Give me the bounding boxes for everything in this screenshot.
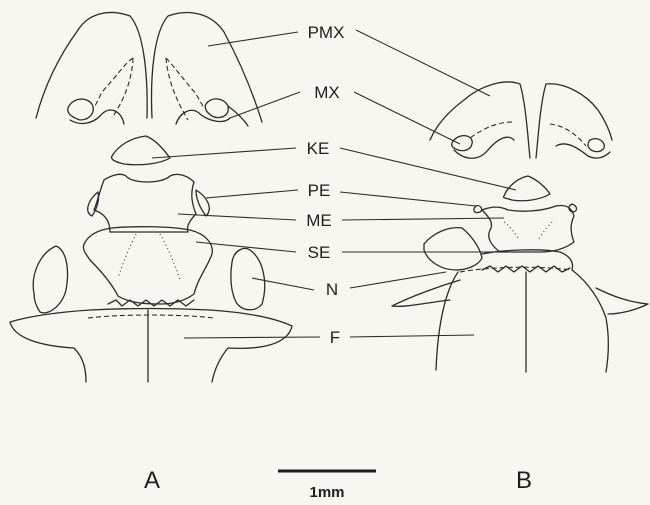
b-mesethmoid-dotted-right [538,222,552,240]
a-mesethmoid [94,174,196,232]
pe-leader-a [206,190,298,198]
a-maxilla-dashed-left [94,58,133,118]
ke-leader-b [340,148,516,190]
label-n: N [326,280,338,299]
a-supraethmoid [83,227,212,304]
label-se: SE [308,243,331,262]
a-frontal [10,309,292,383]
label-pmx: PMX [308,23,345,42]
anatomical-labels: PMX MX KE PE ME SE N F [306,23,344,347]
scale-bar: 1mm [278,471,376,501]
a-dotted-line-right [160,234,180,280]
b-maxilla-dashed-right [550,124,586,146]
a-nasal-left [33,246,67,313]
label-mx: MX [314,83,340,102]
pmx-leader-b [356,30,490,96]
b-maxilla-left [452,136,473,151]
pmx-leader-a [208,32,298,46]
b-mesethmoid-dotted-left [504,222,518,238]
label-f: F [330,328,340,347]
se-leader-a [196,242,296,252]
a-maxilla-left-process [70,110,124,124]
b-maxilla-dashed-left [470,122,512,138]
scale-bar-label: 1mm [309,484,344,501]
me-leader-b [342,218,504,220]
b-premaxilla-left [430,82,530,158]
panel-label-a: A [144,467,160,494]
b-maxilla-right [588,139,604,152]
f-leader-a [184,337,320,338]
panel-label-b: B [516,467,532,494]
n-leader-a [252,278,314,290]
mx-leader-a [230,92,300,118]
pe-leader-b [340,192,476,206]
me-leader-a [178,214,296,220]
a-dotted-line-left [118,234,136,278]
a-preethmoid-left [88,192,99,216]
b-frontal [436,270,608,372]
b-nasal-left [424,228,482,270]
a-premaxilla-right [152,13,262,122]
a-frontal-dashed [88,315,214,318]
a-kinethmoid [112,136,170,165]
b-lateral-right [596,288,648,314]
b-mesethmoid [482,205,574,252]
b-preethmoid-left [474,206,482,213]
a-maxilla-right [205,99,228,118]
a-maxilla-dashed-right [166,58,204,120]
f-leader-b [350,335,474,337]
specimen-a [10,12,292,382]
label-ke: KE [307,139,330,158]
label-me: ME [306,211,332,230]
a-premaxilla-left [36,12,147,118]
specimen-b [392,82,648,372]
b-maxilla-left-process [454,137,514,158]
n-leader-b [350,272,446,288]
ke-leader-a [152,148,296,158]
b-lateral-left [392,280,460,306]
label-pe: PE [308,181,331,200]
a-maxilla-left [68,99,94,120]
a-preethmoid-right [196,190,209,216]
